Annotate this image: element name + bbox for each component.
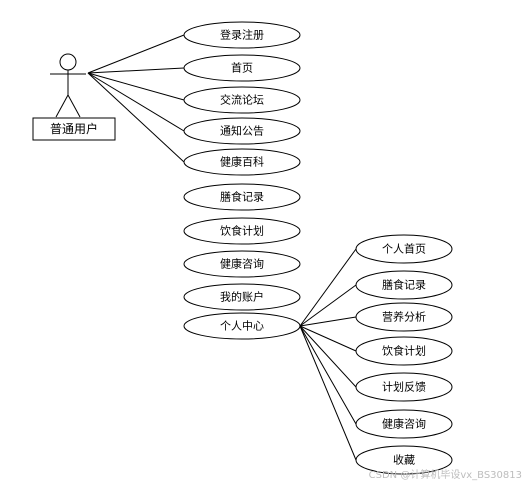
use-case-ellipse (355, 302, 453, 332)
use-case-ellipse (355, 409, 453, 439)
use-case-label: 膳食记录 (220, 190, 264, 204)
association-line-sub-diet-record (299, 284, 357, 327)
use-case-label: 饮食计划 (382, 344, 426, 358)
use-case-login: 登录注册 (183, 21, 301, 49)
sub-use-case-sub-diet-plan: 饮食计划 (355, 336, 453, 366)
use-case-ellipse (183, 183, 301, 211)
actor-head (59, 53, 77, 71)
association-line-personal-home (299, 248, 357, 327)
association-line-encyclopedia (87, 72, 185, 163)
use-case-ellipse (355, 445, 453, 475)
use-case-label: 健康咨询 (382, 417, 426, 431)
use-case-label: 交流论坛 (220, 93, 264, 107)
use-case-label: 首页 (231, 61, 253, 75)
use-case-label: 个人首页 (382, 242, 426, 256)
use-case-ellipse (183, 54, 301, 82)
use-case-diet-plan: 饮食计划 (183, 217, 301, 245)
use-case-label: 登录注册 (220, 28, 264, 42)
use-case-label: 健康咨询 (220, 257, 264, 271)
use-case-encyclopedia: 健康百科 (183, 148, 301, 176)
association-line-sub-diet-plan (299, 325, 357, 352)
use-case-label: 饮食计划 (220, 224, 264, 238)
use-case-account: 我的账户 (183, 283, 301, 311)
use-case-label: 通知公告 (220, 124, 264, 138)
association-line-feedback (299, 325, 357, 388)
sub-use-case-feedback: 计划反馈 (355, 372, 453, 402)
use-case-ellipse (183, 283, 301, 311)
association-line-notice (87, 72, 185, 132)
sub-use-case-nutrition: 营养分析 (355, 302, 453, 332)
association-line-favorites (299, 325, 357, 461)
use-case-notice: 通知公告 (183, 117, 301, 145)
sub-use-case-sub-consult: 健康咨询 (355, 409, 453, 439)
actor: 普通用户 (32, 53, 116, 141)
use-case-ellipse (355, 372, 453, 402)
association-line-forum (87, 72, 185, 101)
use-case-label: 营养分析 (382, 310, 426, 324)
actor-label: 普通用户 (50, 121, 98, 136)
use-case-diet-record: 膳食记录 (183, 183, 301, 211)
association-line-login (87, 34, 185, 74)
use-case-center: 个人中心 (183, 312, 301, 340)
use-case-home: 首页 (183, 54, 301, 82)
use-case-label: 健康百科 (220, 155, 264, 169)
use-case-ellipse (355, 336, 453, 366)
use-case-forum: 交流论坛 (183, 86, 301, 114)
use-case-label: 膳食记录 (382, 278, 426, 292)
sub-use-case-sub-diet-record: 膳食记录 (355, 270, 453, 300)
use-case-label: 计划反馈 (382, 381, 426, 394)
use-case-label: 收藏 (393, 453, 415, 467)
use-case-ellipse (183, 312, 301, 340)
use-case-consult: 健康咨询 (183, 250, 301, 278)
use-case-ellipse (183, 117, 301, 145)
use-case-ellipse (355, 270, 453, 300)
association-line-nutrition (299, 316, 357, 327)
association-lines (87, 34, 357, 461)
use-case-ellipse (183, 217, 301, 245)
association-line-home (87, 67, 185, 74)
sub-use-case-personal-home: 个人首页 (355, 234, 453, 264)
watermark: CSDN @计算机毕设vx_BS30813 (369, 468, 522, 481)
actor-label-box (32, 117, 116, 141)
association-line-sub-consult (299, 325, 357, 425)
sub-use-case-favorites: 收藏 (355, 445, 453, 475)
actor-left-leg (55, 94, 69, 118)
use-case-ellipse (355, 234, 453, 264)
use-case-label: 个人中心 (220, 320, 264, 333)
actor-right-leg (67, 94, 81, 118)
use-case-label: 我的账户 (220, 290, 264, 304)
use-case-ellipse (183, 250, 301, 278)
use-case-ellipse (183, 86, 301, 114)
use-case-ellipse (183, 21, 301, 49)
use-case-ellipse (183, 148, 301, 176)
